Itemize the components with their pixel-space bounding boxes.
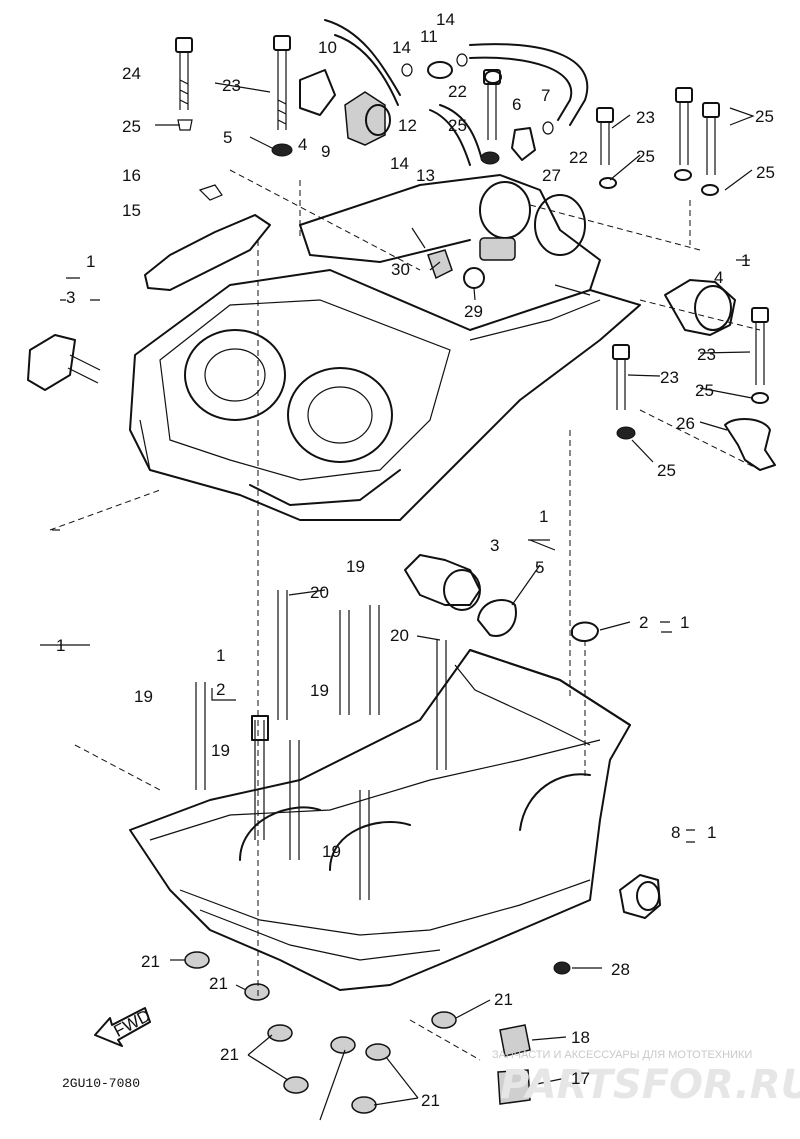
callout-label: 25 — [657, 461, 676, 480]
callout-label: 1 — [216, 646, 225, 665]
callout-label: 13 — [416, 166, 435, 185]
callout-label: 27 — [542, 166, 561, 185]
callout-label: 21 — [209, 974, 228, 993]
callout-label: 25 — [448, 116, 467, 135]
callout-label: 19 — [134, 687, 153, 706]
callout-label: 16 — [122, 166, 141, 185]
fwd-arrow: FWD — [94, 1006, 154, 1047]
callouts: 14 10 14 11 24 23 22 6 7 12 25 25 5 4 9 … — [56, 10, 775, 1110]
reference-ticks — [52, 259, 750, 843]
callout-label: 24 — [122, 64, 141, 83]
right-side-parts — [612, 279, 776, 471]
callout-label: 25 — [122, 117, 141, 136]
bearing-sleeve-left — [27, 334, 101, 391]
callout-label: 3 — [490, 536, 499, 555]
callout-label: 25 — [755, 107, 774, 126]
callout-label: 3 — [66, 288, 75, 307]
callout-label: 20 — [310, 583, 329, 602]
callout-label: 8 — [671, 823, 680, 842]
callout-label: 29 — [464, 302, 483, 321]
breather-hoses — [324, 19, 589, 166]
callout-label: 23 — [660, 368, 679, 387]
callout-label: 1 — [707, 823, 716, 842]
callout-label: 18 — [571, 1028, 590, 1047]
callout-label: 4 — [714, 268, 723, 287]
callout-label: 2 — [639, 613, 648, 632]
callout-label: 20 — [390, 626, 409, 645]
callout-label: 14 — [390, 154, 409, 173]
callout-label: 9 — [321, 142, 330, 161]
callout-label: 1 — [56, 636, 65, 655]
drawing-code: 2GU10-7080 — [62, 1076, 140, 1091]
callout-label: 21 — [141, 952, 160, 971]
leader-lines — [155, 82, 755, 1106]
callout-label: 6 — [512, 95, 521, 114]
callout-label: 21 — [220, 1045, 239, 1064]
lower-crankcase — [129, 649, 631, 991]
callout-label: 2 — [216, 680, 225, 699]
callout-label: 25 — [636, 147, 655, 166]
callout-label: 7 — [541, 86, 550, 105]
callout-label: 10 — [318, 38, 337, 57]
callout-label: 23 — [222, 76, 241, 95]
callout-label: 25 — [756, 163, 775, 182]
callout-label: 26 — [676, 414, 695, 433]
middle-bushing — [404, 554, 599, 642]
callout-label: 19 — [310, 681, 329, 700]
callout-label: 5 — [535, 558, 544, 577]
breather-plate — [144, 184, 271, 291]
fwd-label: FWD — [111, 1006, 154, 1041]
callout-label: 1 — [86, 252, 95, 271]
callout-label: 14 — [392, 38, 411, 57]
callout-label: 25 — [695, 381, 714, 400]
upper-bolts — [175, 35, 720, 196]
callout-label: 17 — [571, 1069, 590, 1088]
callout-label: 15 — [122, 201, 141, 220]
callout-label: 19 — [322, 842, 341, 861]
guide-lines — [40, 169, 761, 1121]
crankcase-plug — [619, 874, 661, 919]
studs — [195, 590, 447, 900]
callout-label: 30 — [391, 260, 410, 279]
callout-label: 21 — [421, 1091, 440, 1110]
callout-label: 5 — [223, 128, 232, 147]
callout-label: 19 — [346, 557, 365, 576]
callout-label: 11 — [420, 27, 438, 46]
callout-label: 4 — [298, 135, 307, 154]
callout-label: 14 — [436, 10, 455, 29]
upper-crankcase — [129, 174, 641, 521]
callout-label: 23 — [636, 108, 655, 127]
callout-label: 19 — [211, 741, 230, 760]
watermark: ЗАПЧАСТИ И АКСЕССУАРЫ ДЛЯ МОТОТЕХНИКИ PA… — [492, 1049, 800, 1108]
callout-label: 28 — [611, 960, 630, 979]
callout-label: 22 — [569, 148, 588, 167]
callout-label: 21 — [494, 990, 513, 1009]
engine-mount-bushings — [299, 69, 485, 289]
callout-label: 23 — [697, 345, 716, 364]
callout-label: 1 — [680, 613, 689, 632]
callout-label: 1 — [539, 507, 548, 526]
watermark-brand: PARTSFOR.RU — [500, 1062, 800, 1108]
callout-label: 22 — [448, 82, 467, 101]
crankcase-nuts — [184, 951, 571, 1114]
callout-label: 12 — [398, 116, 417, 135]
watermark-tagline: ЗАПЧАСТИ И АКСЕССУАРЫ ДЛЯ МОТОТЕХНИКИ — [492, 1049, 752, 1061]
